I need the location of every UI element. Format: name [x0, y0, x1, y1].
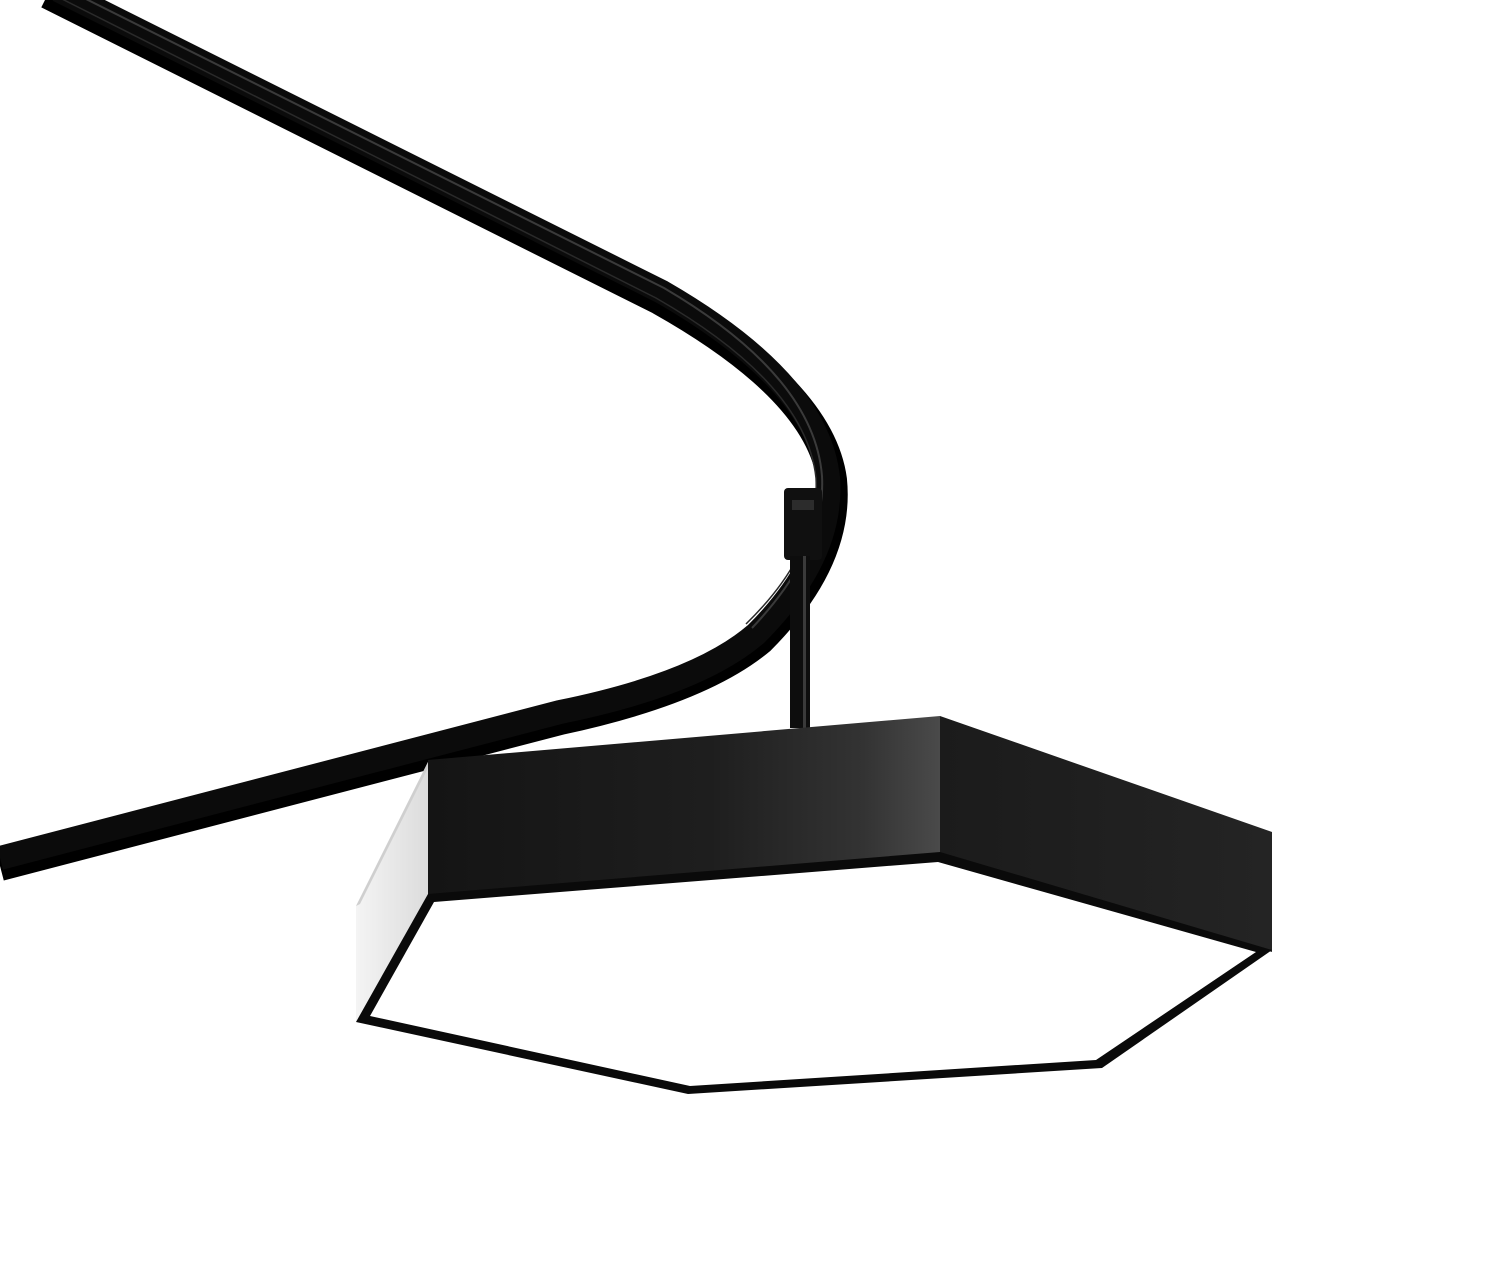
- luminaire-right-face: [940, 716, 1272, 952]
- track-rail-body: [0, 0, 841, 870]
- luminaire-front-face: [428, 716, 940, 896]
- hexagon-luminaire: [356, 716, 1272, 1094]
- track-adapter-block: [784, 488, 822, 560]
- track-rail-groove: [62, 0, 817, 625]
- suspension-rod-body: [790, 556, 810, 728]
- suspension-rod: [790, 556, 810, 728]
- luminaire-diffuser: [370, 862, 1256, 1086]
- track-adapter: [784, 488, 822, 560]
- luminaire-left-side: [356, 762, 428, 1022]
- track-adapter-detail: [792, 500, 814, 510]
- suspension-rod-highlight: [803, 556, 806, 728]
- luminaire-left-side-edge: [356, 762, 428, 906]
